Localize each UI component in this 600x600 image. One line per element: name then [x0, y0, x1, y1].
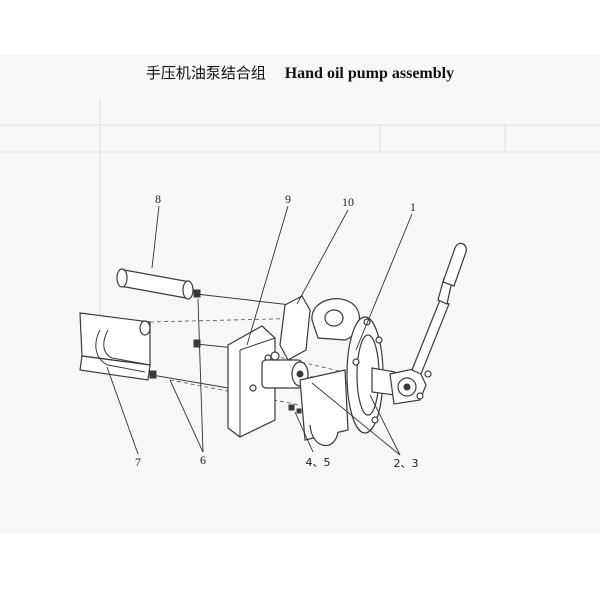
callout-part-4-5: 4、5 [306, 456, 331, 469]
page-title: 手压机油泵结合组 Hand oil pump assembly [0, 62, 600, 83]
leader-lines [106, 205, 413, 456]
part-8-sleeve [116, 268, 194, 300]
callout-part-1: 1 [410, 200, 416, 214]
part-7-bracket [79, 312, 151, 381]
part-9-plate [227, 325, 276, 438]
callout-part-2-3: 2、3 [394, 457, 419, 470]
faint-table-lines [0, 98, 600, 330]
title-english: Hand oil pump assembly [284, 65, 455, 82]
part-2-3-handle-lever [389, 242, 467, 405]
part-1-pump-body [299, 298, 396, 447]
callout-part-10: 10 [342, 195, 354, 209]
callout-part-9: 9 [285, 192, 291, 206]
callout-part-8: 8 [155, 192, 161, 206]
title-chinese: 手压机油泵结合组 [145, 64, 266, 82]
callout-part-7: 7 [135, 455, 141, 469]
callout-part-6: 6 [200, 453, 206, 467]
